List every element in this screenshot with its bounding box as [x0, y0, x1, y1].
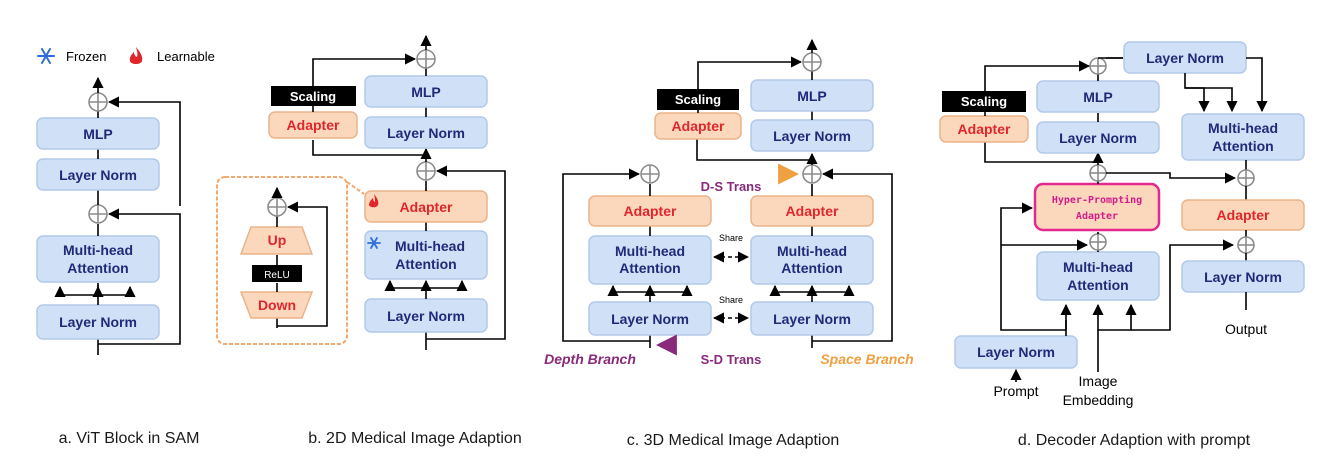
panel-a: Layer Norm Multi-head Attention Layer No… [36, 76, 181, 355]
down-label: Down [258, 297, 296, 313]
adapter-block [939, 115, 1029, 143]
flame-icon [369, 194, 379, 208]
scaling-block [657, 89, 739, 110]
image-embedding-line2: Embedding [1063, 392, 1134, 408]
mha-label-line1: Multi-head [1208, 120, 1278, 136]
layer-norm-label: Layer Norm [611, 311, 689, 327]
panel-c: Layer Norm Multi-head Attention Adapter … [544, 38, 914, 367]
layer-norm-label: Layer Norm [1204, 269, 1282, 285]
layer-norm-label: Layer Norm [387, 125, 465, 141]
mha-label-line2: Attention [781, 260, 842, 276]
mha-label-line1: Multi-head [1063, 259, 1133, 275]
scaling-block [942, 91, 1026, 112]
mha-label-line1: Multi-head [777, 243, 847, 259]
mha-label-line1: Multi-head [63, 242, 133, 258]
legend-learnable-label: Learnable [157, 49, 215, 64]
caption-b: b. 2D Medical Image Adaption [308, 430, 521, 447]
scaling-block [271, 86, 356, 106]
relu-label: ReLU [264, 270, 290, 281]
flame-icon [129, 47, 143, 64]
ds-trans-label: D-S Trans [701, 179, 762, 194]
scaling-label: Scaling [290, 89, 336, 104]
caption-d: d. Decoder Adaption with prompt [1018, 432, 1251, 449]
layer-norm-label: Layer Norm [773, 311, 851, 327]
layer-norm-label: Layer Norm [1146, 50, 1224, 66]
hp-adapter-line1: Hyper-Prompting [1052, 194, 1142, 206]
mha-label-line2: Attention [67, 260, 128, 276]
mha-label-line2: Attention [395, 256, 456, 272]
depth-branch-label: Depth Branch [544, 351, 636, 367]
panel-b: Down ReLU Up Layer Norm Multi-head [216, 34, 506, 350]
space-branch-label: Space Branch [820, 351, 913, 367]
adapter-label: Adapter [786, 203, 839, 219]
layer-norm-label: Layer Norm [1059, 130, 1137, 146]
legend-frozen-label: Frozen [66, 49, 106, 64]
hyper-prompting-adapter-block [1033, 182, 1161, 232]
mha-label-line1: Multi-head [395, 238, 465, 254]
relu-block [252, 265, 302, 282]
up-projection-block [239, 226, 314, 255]
mlp-label: MLP [411, 84, 441, 100]
adapter-label: Adapter [1217, 207, 1270, 223]
scaling-label: Scaling [961, 94, 1007, 109]
adapter-block [1181, 199, 1305, 231]
caption-a: a. ViT Block in SAM [59, 430, 200, 447]
layer-norm-label: Layer Norm [59, 167, 137, 183]
share-label: Share [719, 233, 743, 243]
mha-label-line2: Attention [1212, 138, 1273, 154]
panel-d: Layer Norm Prompt Image Embedding Multi-… [939, 41, 1305, 408]
mha-label-line1: Multi-head [615, 243, 685, 259]
layer-norm-block [1181, 260, 1305, 293]
output-label: Output [1225, 321, 1267, 337]
layer-norm-block-prompt [954, 335, 1078, 369]
legend: Frozen Learnable [37, 47, 215, 64]
adapter-label: Adapter [672, 118, 725, 134]
mlp-label: MLP [83, 126, 113, 142]
mlp-label: MLP [1083, 89, 1113, 105]
layer-norm-label: Layer Norm [977, 344, 1055, 360]
sd-trans-label: S-D Trans [701, 352, 762, 367]
image-embedding-line1: Image [1079, 373, 1118, 389]
mha-label-line2: Attention [1067, 277, 1128, 293]
multi-head-attention-block-right [1181, 113, 1305, 161]
adapter-label: Adapter [958, 121, 1011, 137]
hp-adapter-line2: Adapter [1076, 211, 1118, 222]
adapter-detail-box [216, 176, 348, 345]
layer-norm-label: Layer Norm [387, 308, 465, 324]
layer-norm-label: Layer Norm [773, 128, 851, 144]
layer-norm-label: Layer Norm [59, 314, 137, 330]
down-projection-block [239, 291, 314, 319]
up-label: Up [268, 232, 287, 248]
share-label: Share [719, 295, 743, 305]
adapter-label: Adapter [624, 203, 677, 219]
adapter-label: Adapter [287, 117, 340, 133]
caption-c: c. 3D Medical Image Adaption [627, 432, 840, 449]
scaling-label: Scaling [675, 92, 721, 107]
mlp-label: MLP [797, 88, 827, 104]
snowflake-icon [367, 237, 381, 249]
adapter-label: Adapter [400, 199, 453, 215]
prompt-label: Prompt [993, 383, 1038, 399]
mha-label-line2: Attention [619, 260, 680, 276]
snowflake-icon [37, 48, 55, 64]
